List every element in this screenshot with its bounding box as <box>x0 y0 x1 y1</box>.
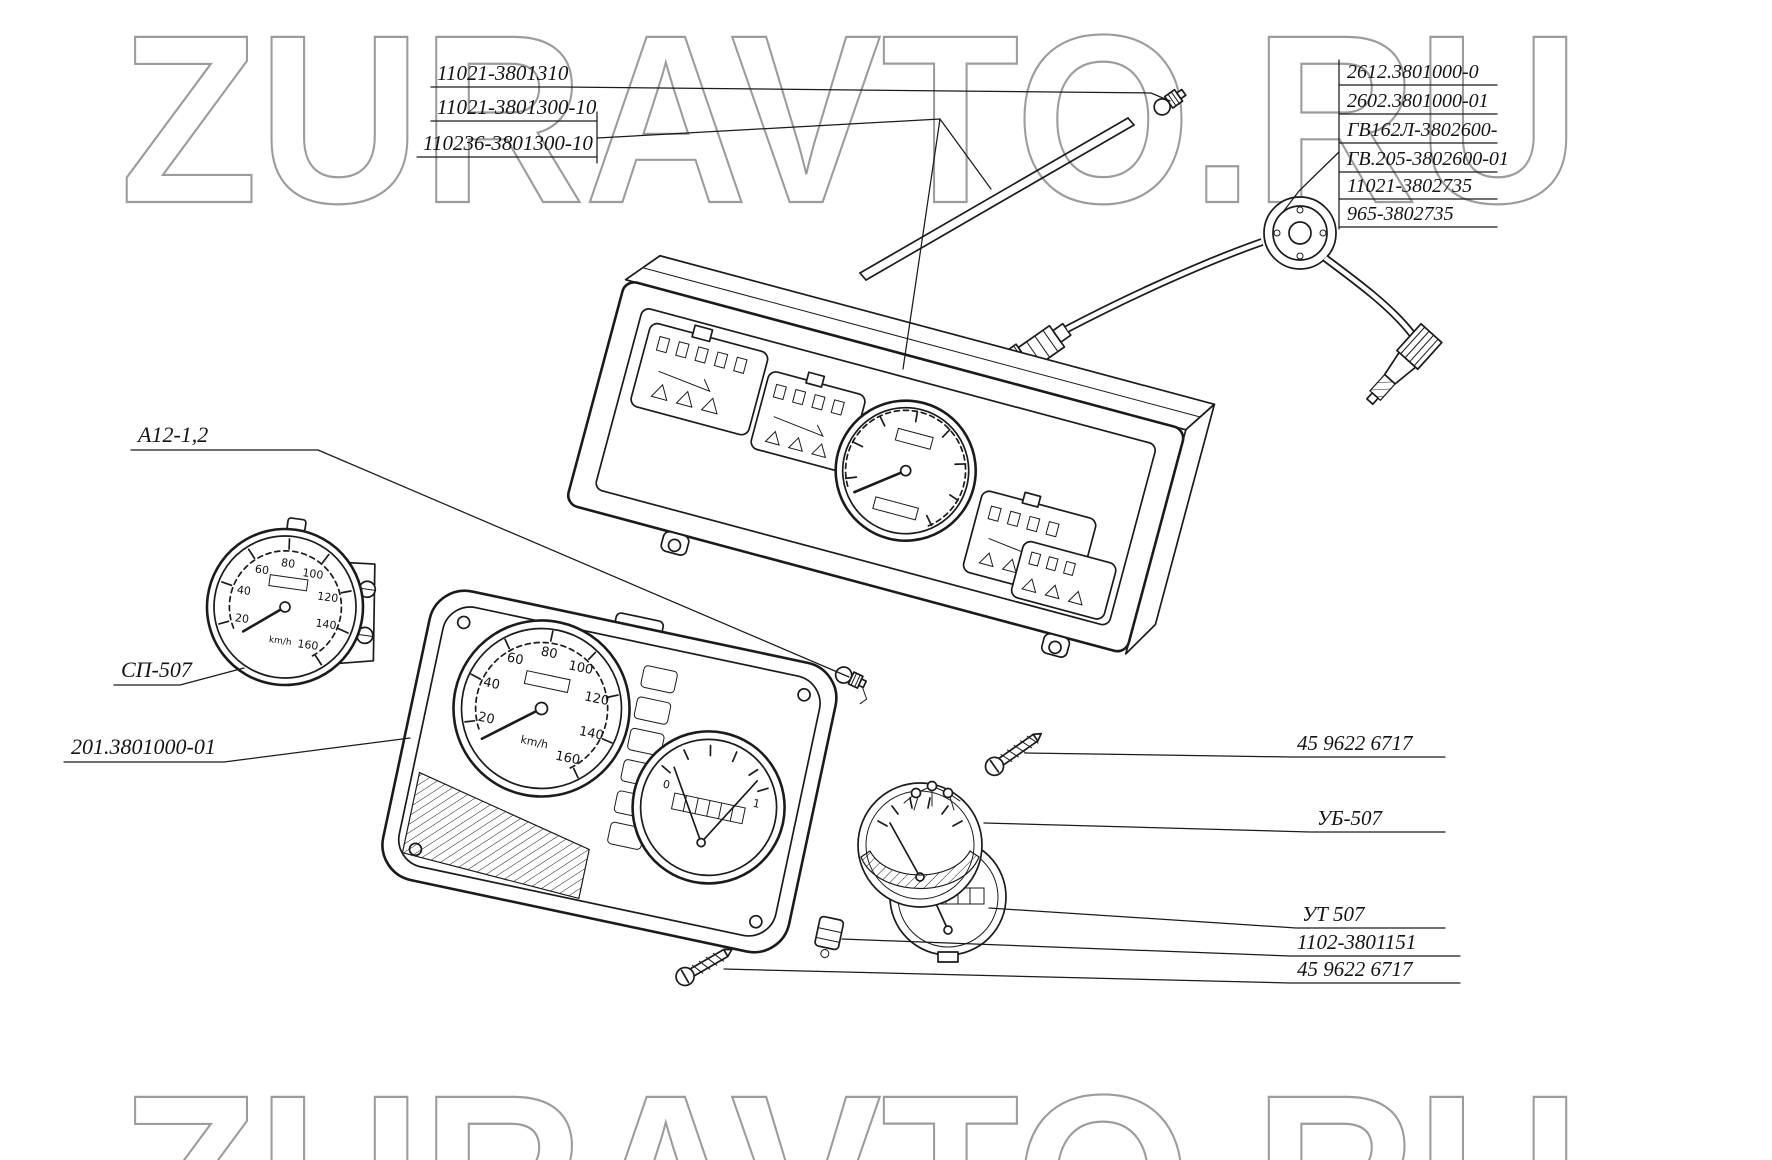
scale-40: 40 <box>236 583 252 598</box>
sp507-scale-band <box>228 550 343 658</box>
leader-a12 <box>130 449 850 678</box>
callout-top-left-3: 110236-3801300-10 <box>423 131 593 155</box>
front-panel-bezel: 20 40 60 80 100 120 140 160 km/h 0 1 <box>381 589 838 954</box>
scale-80: 80 <box>539 644 558 662</box>
callout-ub507: УБ-507 <box>1317 806 1384 830</box>
sp507-needle <box>241 605 287 633</box>
leader-sp507 <box>113 667 245 686</box>
scale-120: 120 <box>583 689 610 709</box>
scale-60: 60 <box>254 563 270 578</box>
gauge-face-left-2 <box>750 371 866 473</box>
fuel-max: 1 <box>752 797 762 811</box>
cluster-speedometer <box>834 399 978 542</box>
fuel-min: 0 <box>662 778 672 792</box>
watermark-top: ZURAVTO.RU <box>120 0 1580 253</box>
scale-120: 120 <box>316 589 339 605</box>
cable-run-2-core <box>1323 256 1414 336</box>
panel-speedo-unit: km/h <box>519 733 549 751</box>
combo-needle-2 <box>700 780 759 844</box>
callout-labels: 11021-3801310 11021-3801300-10 110236-38… <box>71 61 1509 981</box>
leader-screw-1 <box>1024 752 1446 758</box>
callout-a12: А12-1,2 <box>136 422 208 447</box>
callout-201: 201.3801000-01 <box>71 734 216 759</box>
scale-40: 40 <box>482 675 501 693</box>
cluster-mount-tabs <box>660 530 1071 658</box>
scale-20: 20 <box>477 710 496 728</box>
fuel-ticks <box>877 797 963 827</box>
leader-top-left-1 <box>430 86 1171 102</box>
panel-lamp-socket <box>814 915 845 959</box>
leader-lines <box>63 59 1498 984</box>
callout-top-right-3: ГВ162Л-3802600- <box>1346 119 1497 141</box>
speedo-cable-tube <box>859 117 1135 281</box>
callout-ut507: УТ 507 <box>1302 902 1366 926</box>
scale-100: 100 <box>302 566 325 582</box>
cable-end-connector <box>1366 322 1443 406</box>
panel-hatched-area <box>401 771 590 900</box>
fuel-body-band <box>860 850 980 890</box>
sp507-unit: km/h <box>268 635 292 648</box>
callout-top-right-4: ГВ.205-3802600-01 <box>1346 148 1509 170</box>
panel-speedo-ticks <box>464 630 619 779</box>
gauge-face-right-2 <box>1010 540 1117 620</box>
sp507-ticks <box>218 538 352 666</box>
fuel-needle <box>889 822 921 878</box>
watermark-bottom: ZURAVTO.RU <box>120 1045 1580 1160</box>
callout-top-left-1: 11021-3801310 <box>437 61 569 85</box>
scale-160: 160 <box>554 749 581 769</box>
cable-bulb <box>1153 88 1187 116</box>
leader-to-cluster <box>902 118 941 370</box>
callout-sp507: СП-507 <box>121 657 193 682</box>
callout-screw-2: 45 9622 6717 <box>1297 957 1414 981</box>
scale-140: 140 <box>315 616 338 632</box>
speedo-needle <box>853 469 908 494</box>
cable-run-1-core <box>1065 239 1263 331</box>
callout-screw-1: 45 9622 6717 <box>1297 731 1414 755</box>
leader-to-cable-assembly <box>1282 151 1340 213</box>
callout-top-right-2: 2602.3801000-01 <box>1347 90 1489 112</box>
scale-140: 140 <box>578 724 605 744</box>
scale-160: 160 <box>297 637 320 653</box>
speedo-ticks <box>844 410 967 527</box>
sp507-scale-numbers: 20 40 60 80 100 120 140 160 <box>234 556 339 653</box>
callout-1102: 1102-3801151 <box>1297 930 1416 954</box>
callout-top-right-5: 11021-3802735 <box>1347 175 1472 197</box>
sender-terminal-block <box>903 780 961 811</box>
callout-top-right-6: 965-3802735 <box>1347 203 1454 225</box>
leader-201 <box>63 737 411 763</box>
callout-top-left-2: 11021-3801300-10 <box>437 95 597 119</box>
panel-speedometer: 20 40 60 80 100 120 140 160 km/h <box>452 619 631 798</box>
fuel-temp-senders <box>857 780 1007 963</box>
mounting-screw-1 <box>984 732 1043 777</box>
combo-ticks <box>661 744 769 793</box>
cable-disc-connector <box>1263 196 1337 270</box>
gauge-face-left-1 <box>630 322 769 436</box>
combo-gauge: 0 1 <box>631 730 786 885</box>
instrument-cluster-housing <box>566 254 1216 658</box>
panel-speedo-needle <box>480 707 543 741</box>
leader-ub507 <box>983 822 1446 833</box>
panel-speedo-band <box>474 641 609 771</box>
scale-20: 20 <box>234 611 250 626</box>
scale-80: 80 <box>280 556 296 571</box>
panel-speedo-numbers: 20 40 60 80 100 120 140 160 <box>477 644 611 769</box>
scale-60: 60 <box>505 650 524 668</box>
speedometer-sp507: 20 40 60 80 100 120 140 160 km/h <box>205 517 377 687</box>
callout-top-right-1: 2612.3801000-0 <box>1347 61 1479 83</box>
combo-needle-1 <box>673 766 702 844</box>
scale-100: 100 <box>567 658 594 678</box>
mounting-screw-2 <box>675 948 733 987</box>
fuel-gauge-ub507 <box>857 782 983 908</box>
leader-1102 <box>841 938 1461 957</box>
leader-ut507 <box>988 907 1446 929</box>
leader-screw-2 <box>723 968 1461 984</box>
